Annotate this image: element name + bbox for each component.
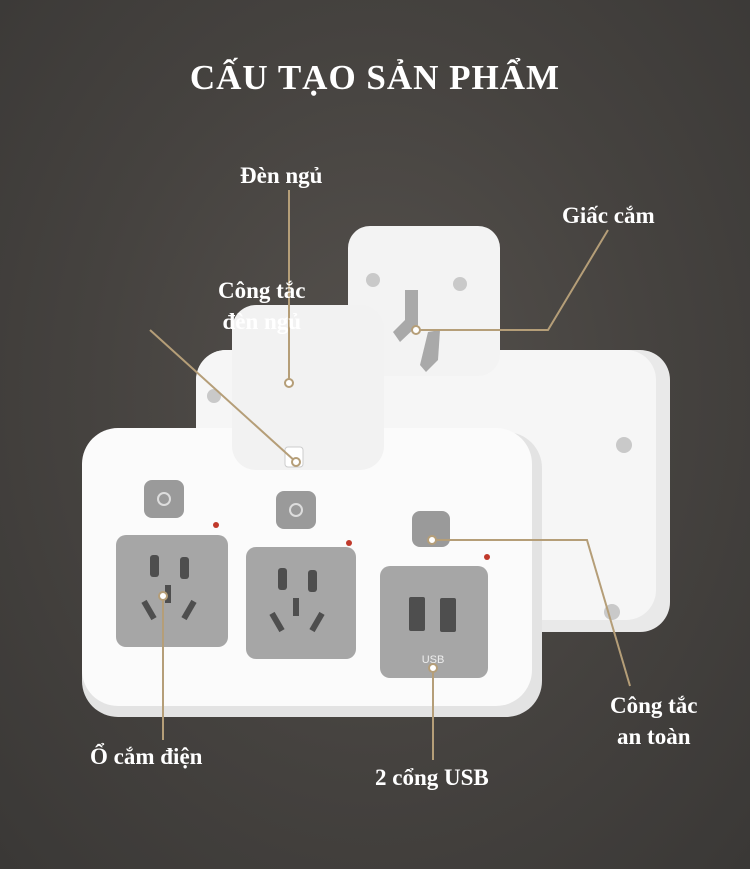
socket-panel	[246, 547, 356, 659]
night-light	[232, 305, 384, 470]
usb-mark: USB	[422, 654, 445, 666]
safety-switch	[412, 511, 450, 547]
label-safety-switch: Công tắc an toàn	[610, 690, 698, 752]
label-line: Công tắc	[218, 278, 306, 303]
label-socket: Ổ cắm điện	[90, 744, 203, 769]
label-line: an toàn	[617, 724, 691, 749]
page-title: CẤU TẠO SẢN PHẨM	[189, 58, 561, 97]
socket-panel	[116, 535, 228, 647]
plug-pin	[420, 330, 440, 372]
front-adapter: USB	[82, 305, 542, 717]
label-line: đèn ngủ	[222, 309, 302, 334]
label-night-light-switch: Công tắc đèn ngủ	[218, 275, 306, 337]
label-usb: 2 cổng USB	[375, 765, 489, 790]
label-plug: Giấc cắm	[562, 203, 655, 228]
socket-switch	[144, 480, 184, 518]
label-night-light: Đèn ngủ	[240, 163, 323, 188]
label-line: Công tắc	[610, 693, 698, 718]
leader-lines	[149, 190, 631, 760]
leader-dots	[158, 325, 438, 673]
usb-panel	[380, 566, 488, 678]
socket-switch	[276, 491, 316, 529]
